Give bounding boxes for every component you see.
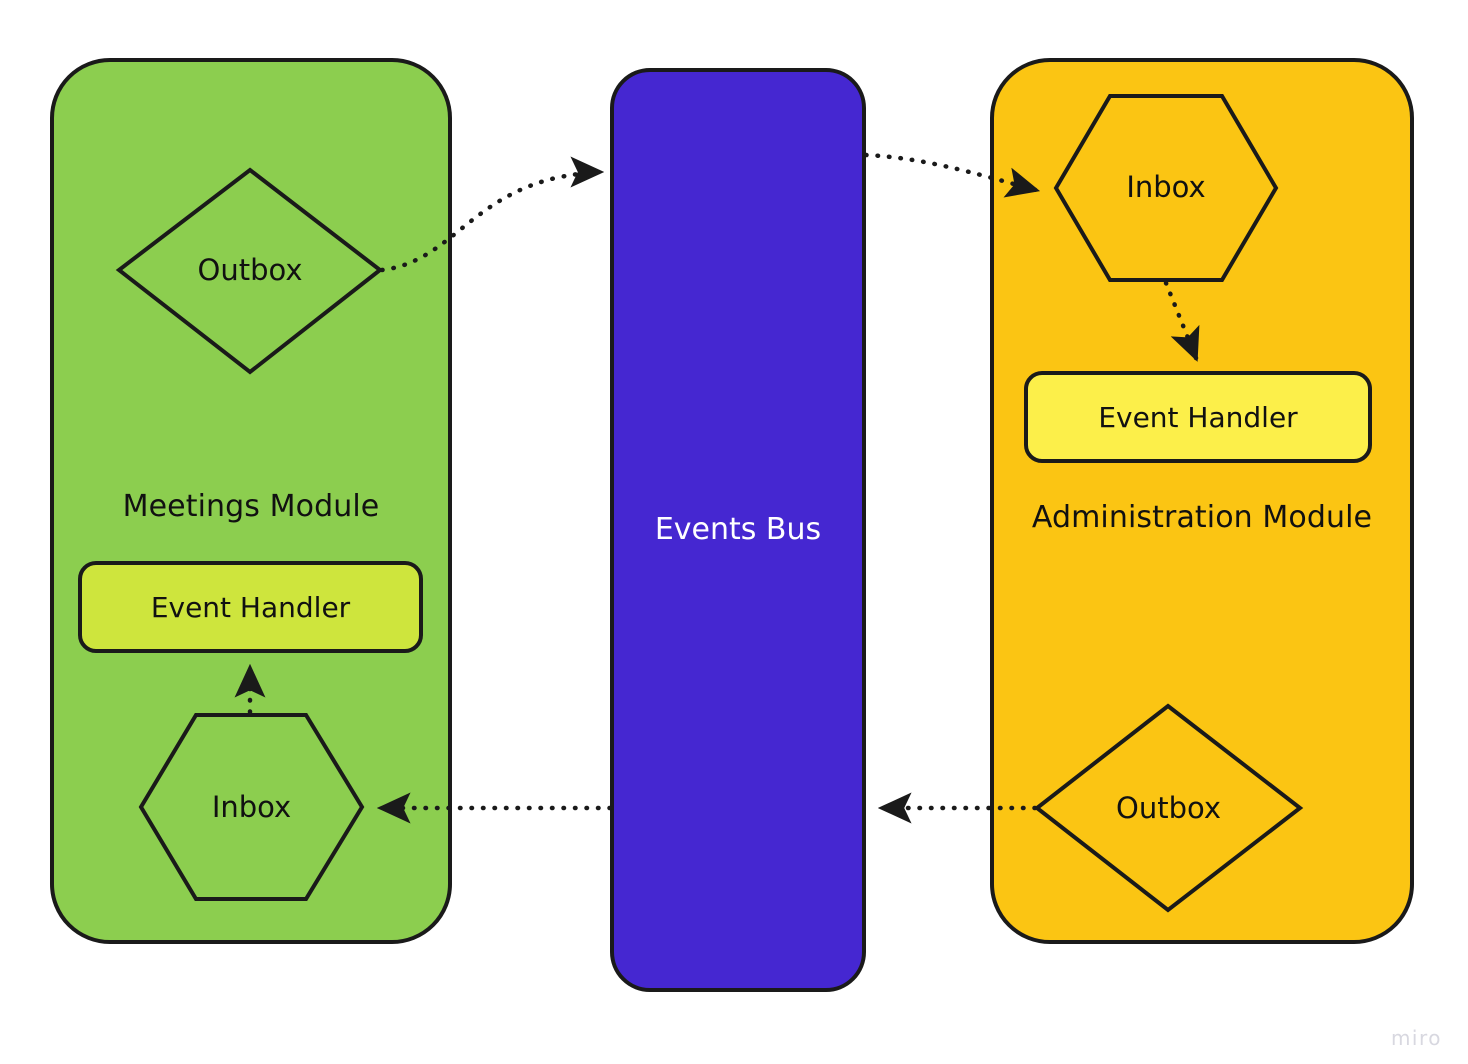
- connector-bus-to-right-inbox: [863, 152, 1041, 198]
- administration-inbox-shape[interactable]: [1053, 94, 1279, 282]
- administration-outbox-shape[interactable]: [1033, 703, 1304, 913]
- administration-module-container[interactable]: [990, 58, 1414, 944]
- connector-left-outbox-to-bus: [379, 156, 605, 273]
- events-bus-container[interactable]: [610, 68, 866, 992]
- connector-right-inbox-to-handler: [1163, 280, 1200, 362]
- meetings-inbox-shape[interactable]: [138, 713, 365, 901]
- administration-event-handler-shape[interactable]: [1024, 371, 1372, 463]
- meetings-outbox-shape[interactable]: [115, 167, 384, 375]
- meetings-event-handler-shape[interactable]: [78, 561, 423, 653]
- miro-watermark: miro: [1390, 1026, 1442, 1050]
